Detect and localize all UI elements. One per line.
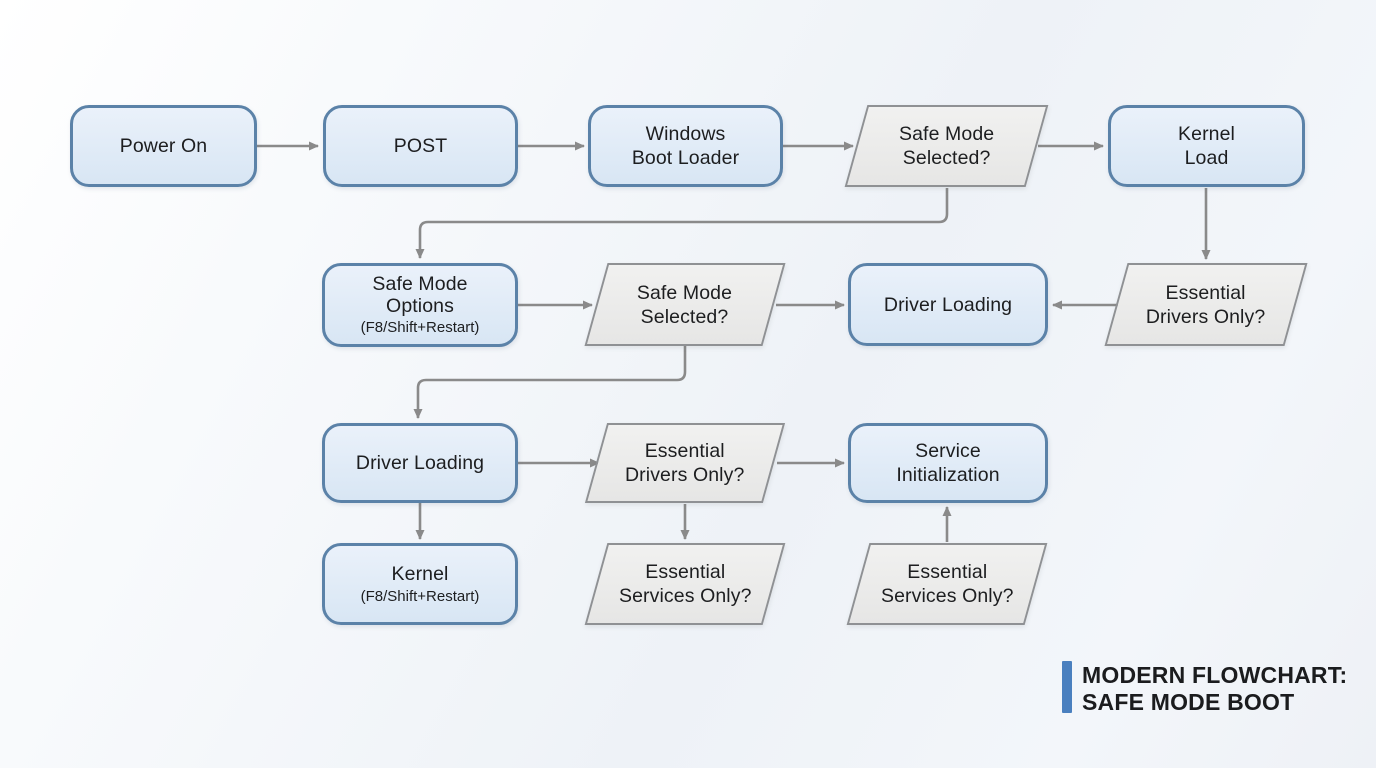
node-sublabel: (F8/Shift+Restart) (360, 319, 480, 336)
node-label: Safe Mode Selected? (637, 281, 733, 328)
node-label: Service Initialization (896, 440, 1000, 486)
node-label: Kernel Load (1178, 123, 1235, 169)
node-essential-drivers-only-1: Essential Drivers Only? (1104, 263, 1308, 346)
title-block: MODERN FLOWCHART: SAFE MODE BOOT (1062, 661, 1347, 715)
node-driver-loading-1: Driver Loading (848, 263, 1048, 346)
node-kernel-load: Kernel Load (1108, 105, 1305, 187)
node-driver-loading-2: Driver Loading (322, 423, 518, 503)
node-label: Essential Services Only? (880, 561, 1014, 607)
node-label: POST (393, 135, 448, 157)
node-power-on: Power On (70, 105, 257, 187)
title-accent-bar (1062, 661, 1072, 713)
node-safe-mode-options: Safe Mode Options (F8/Shift+Restart) (322, 263, 518, 347)
node-label: Driver Loading (355, 452, 485, 474)
node-safe-mode-selected-2: Safe Mode Selected? (584, 263, 786, 346)
node-label: Kernel (391, 562, 449, 585)
node-essential-drivers-only-2: Essential Drivers Only? (584, 423, 786, 503)
node-safe-mode-selected-1: Safe Mode Selected? (844, 105, 1049, 187)
node-label: Safe Mode Options (372, 273, 468, 317)
node-sublabel: (F8/Shift+Restart) (360, 587, 480, 605)
node-label: Essential Services Only? (618, 561, 752, 607)
node-label: Essential Drivers Only? (1146, 281, 1266, 328)
node-kernel-f8: Kernel (F8/Shift+Restart) (322, 543, 518, 625)
node-post: POST (323, 105, 518, 187)
node-label: Essential Drivers Only? (625, 440, 745, 486)
node-essential-services-only-2: Essential Services Only? (846, 543, 1048, 625)
node-label: Driver Loading (883, 293, 1013, 316)
connector-safe-mode-selected-1-to-safe-mode-options (415, 188, 949, 259)
node-essential-services-only-1: Essential Services Only? (584, 543, 786, 625)
diagram-title: MODERN FLOWCHART: SAFE MODE BOOT (1082, 662, 1348, 715)
node-label: Power On (119, 135, 208, 157)
node-label: Safe Mode Selected? (898, 123, 995, 169)
node-service-initialization: Service Initialization (848, 423, 1048, 503)
node-windows-boot-loader: Windows Boot Loader (588, 105, 783, 187)
node-label: Windows Boot Loader (631, 123, 740, 169)
connector-safe-mode-selected-2-to-driver-loading-2 (413, 346, 687, 419)
